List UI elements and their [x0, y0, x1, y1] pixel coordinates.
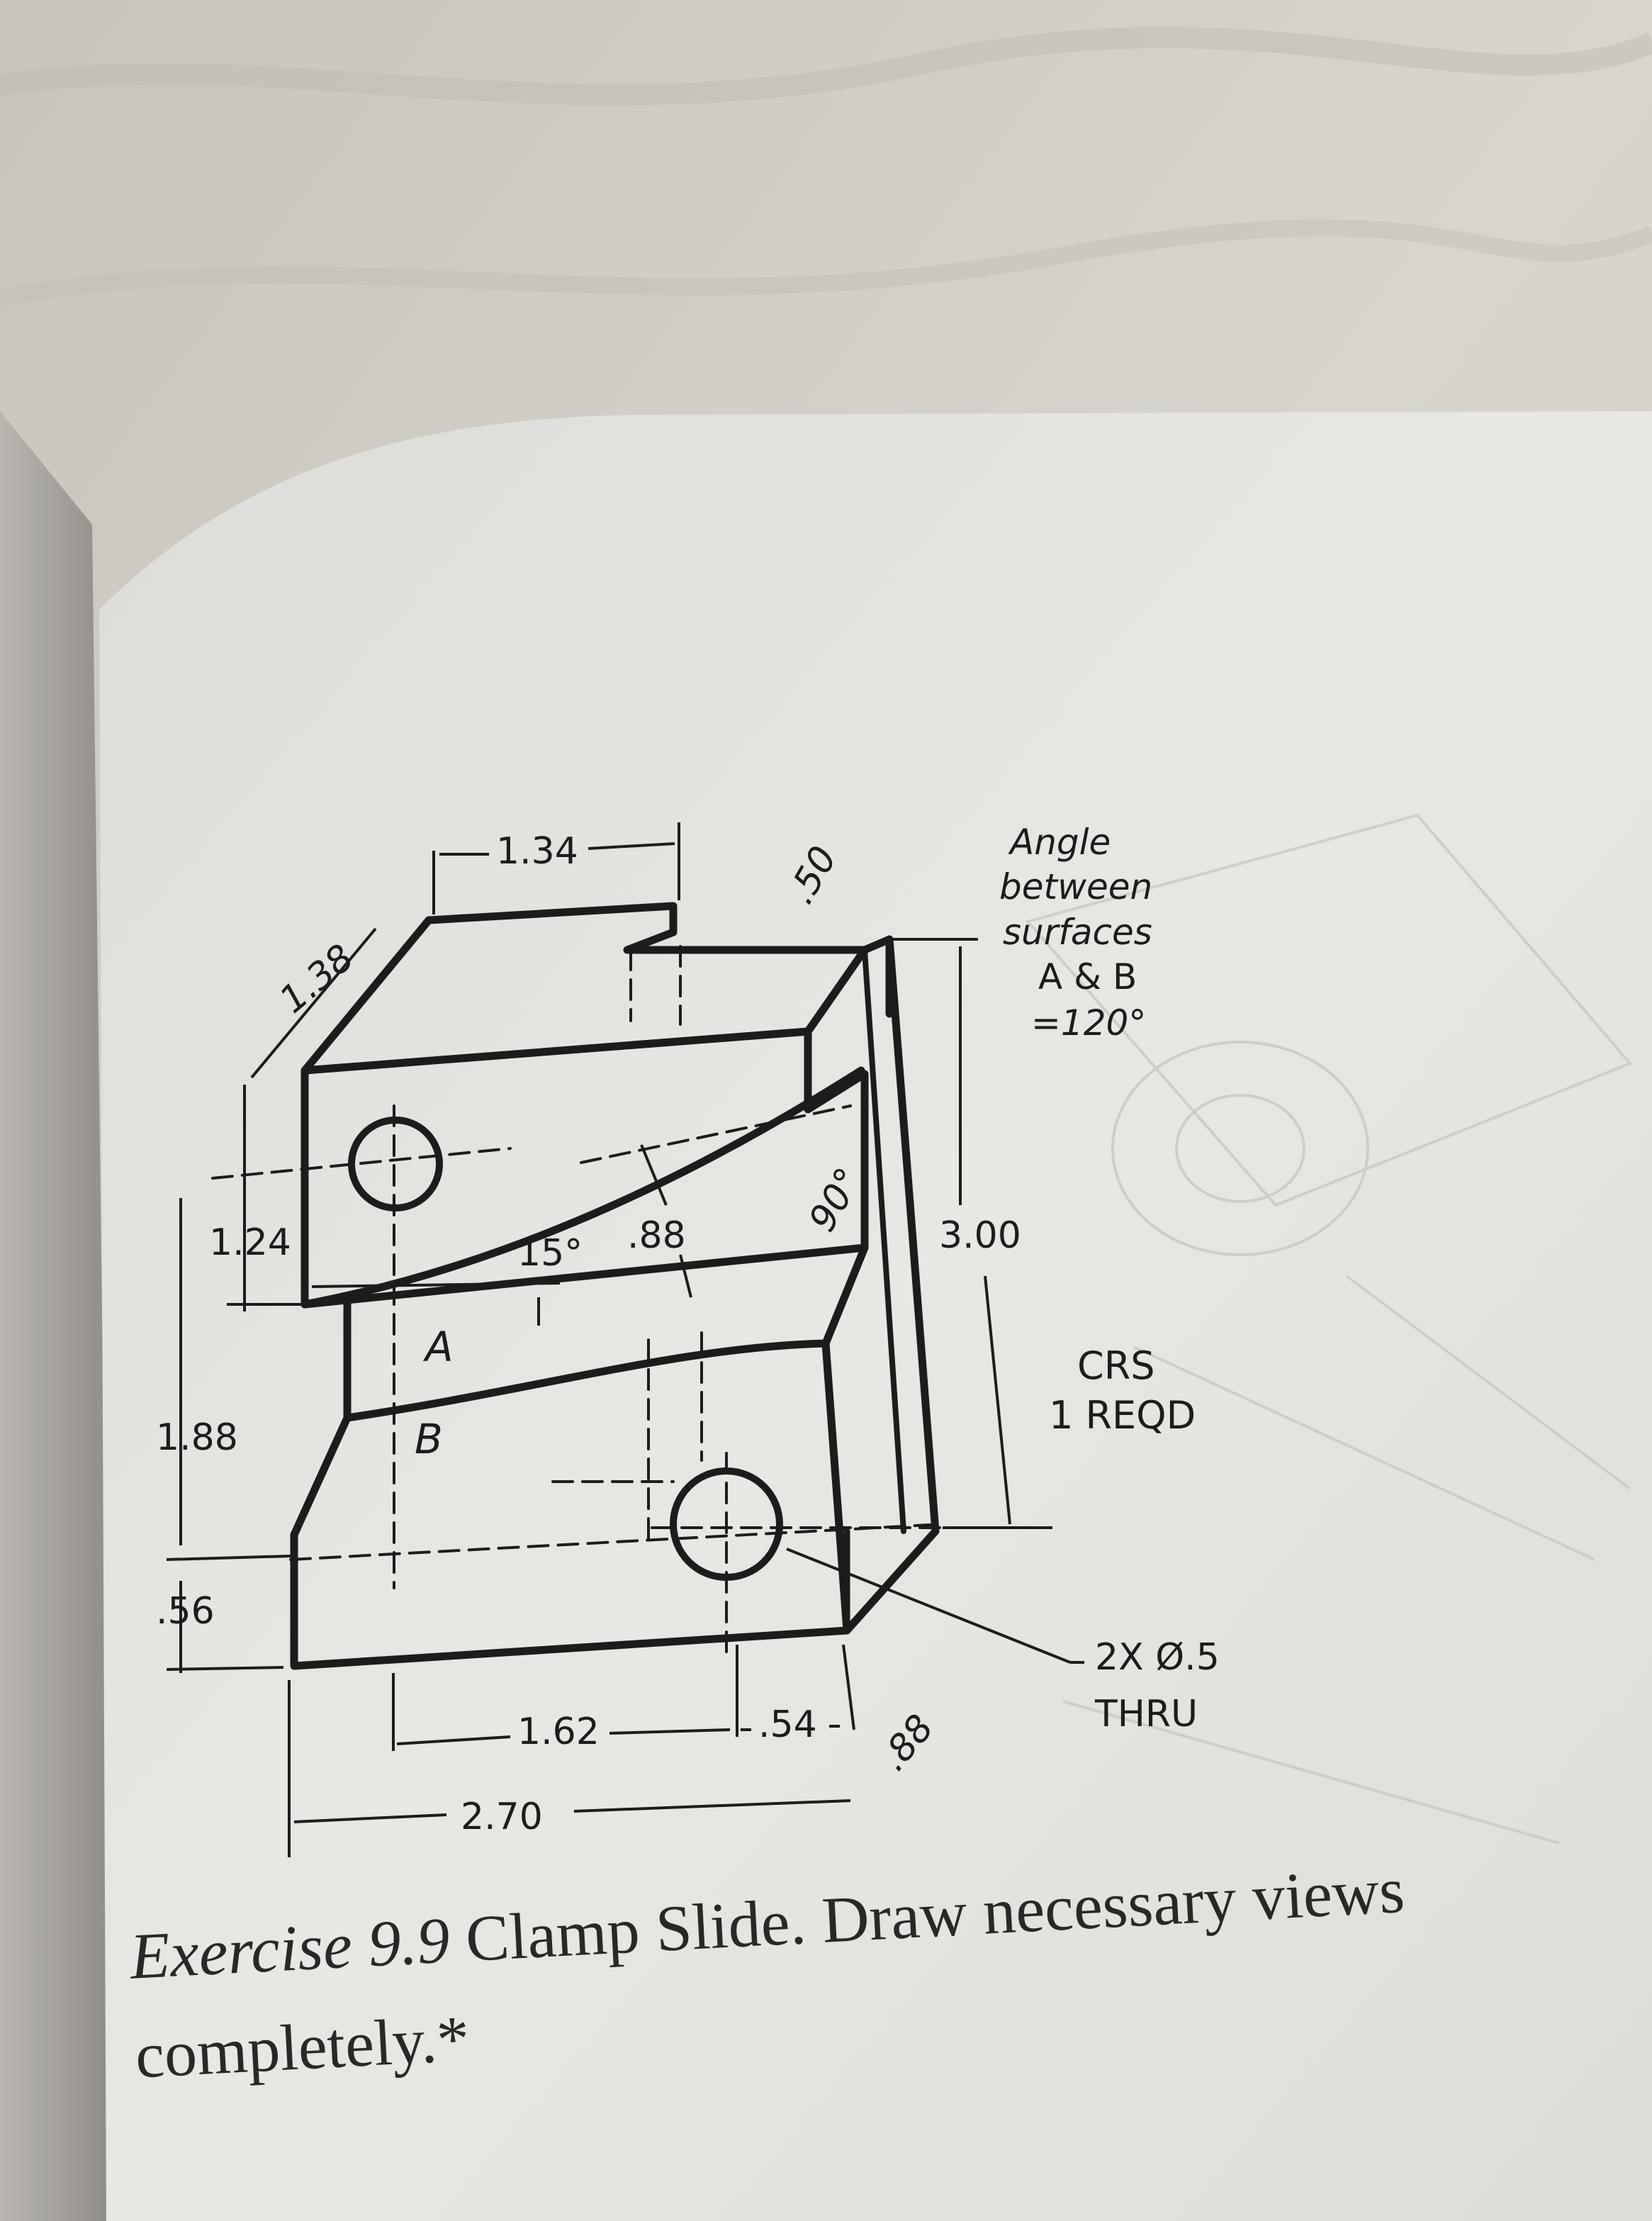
caption-exercise-word: Exercise	[128, 1908, 354, 1993]
dim-total-width: 2.70	[461, 1796, 543, 1838]
clamp-slide-drawing	[211, 902, 944, 1670]
dim-hole-offset: 1.62	[517, 1711, 600, 1753]
note-holes: 2X Ø.5 THRU	[1094, 1636, 1220, 1735]
note-angle-line-1: Angle	[1008, 822, 1111, 863]
sloped-surface-a	[300, 1066, 865, 1309]
note-angle: Angle between surfaces A & B =120°	[999, 822, 1152, 1044]
note-holes-line-1: 2X Ø.5	[1095, 1636, 1220, 1679]
dim-slot-depth: .88	[627, 1214, 686, 1257]
note-angle-line-3: surfaces	[1003, 912, 1152, 953]
dim-top-width: 1.34	[496, 830, 578, 873]
dim-left-mid-height: 1.88	[156, 1416, 238, 1459]
note-angle-line-5: =120°	[1031, 1002, 1146, 1044]
book-page	[99, 411, 1652, 2221]
dim-left-upper-height: 1.24	[209, 1221, 291, 1264]
note-material: CRS 1 REQD	[1049, 1343, 1196, 1438]
left-page-edge	[0, 411, 113, 2221]
right-tab	[804, 935, 940, 1635]
note-holes-line-2: THRU	[1094, 1693, 1198, 1735]
surface-label-b: B	[415, 1415, 443, 1463]
dim-angle-15: 15°	[517, 1232, 583, 1275]
dim-hole-spacing: .54	[758, 1703, 817, 1746]
note-material-line-2: 1 REQD	[1049, 1393, 1196, 1438]
surface-label-a: A	[422, 1323, 454, 1371]
lower-block	[290, 1293, 851, 1670]
dim-left-low-height: .56	[156, 1590, 215, 1633]
dim-total-height: 3.00	[939, 1214, 1021, 1257]
caption-text-line-2: completely.*	[133, 2002, 471, 2092]
note-angle-line-4: A & B	[1038, 956, 1137, 997]
caption-exercise-number: 9.9	[366, 1903, 452, 1981]
dimension-lines	[166, 822, 1084, 1857]
sloped-surface-b	[343, 1243, 869, 1422]
note-material-line-1: CRS	[1077, 1343, 1155, 1388]
bleed-through-drawing	[1025, 813, 1633, 1845]
note-angle-line-2: between	[999, 866, 1152, 907]
